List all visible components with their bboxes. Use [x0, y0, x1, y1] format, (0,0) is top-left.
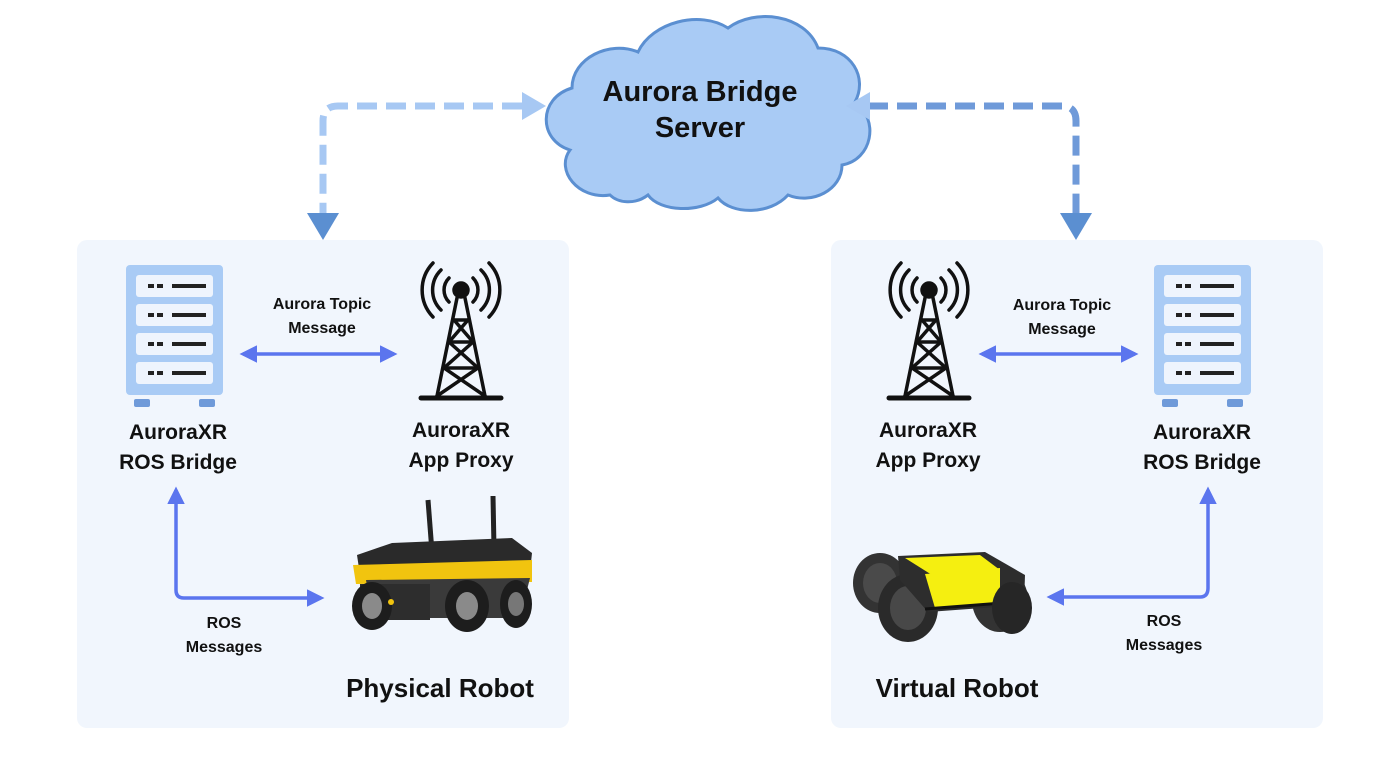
dashed-arrow-right [846, 92, 1092, 240]
ros-bridge-line1: AuroraXR [1152, 421, 1252, 444]
ros-messages-label: ROS Messages [1064, 610, 1264, 658]
server-icon [1154, 265, 1251, 407]
cloud-icon [544, 15, 872, 212]
topic-message-label: Aurora Topic Message [962, 294, 1162, 342]
topic-message-line2: Message [288, 320, 356, 337]
topic-message-line1: Aurora Topic [272, 296, 372, 313]
ros-bridge-line1: AuroraXR [128, 421, 228, 444]
server-icon [126, 265, 223, 407]
app-proxy-label: AuroraXR App Proxy [828, 416, 1028, 476]
ros-messages-line1: ROS [206, 615, 242, 632]
app-proxy-line2: App Proxy [408, 449, 514, 472]
ros-messages-line2: Messages [1125, 637, 1203, 654]
dashed-arrow-left [307, 92, 546, 240]
topic-message-label: Aurora Topic Message [222, 293, 422, 341]
ros-messages-line2: Messages [185, 639, 263, 656]
ros-bridge-line2: ROS Bridge [1143, 451, 1261, 474]
antenna-tower-icon [418, 261, 504, 401]
panel-title: Physical Robot [346, 673, 534, 703]
antenna-tower-icon [886, 261, 972, 401]
cloud-label-line1: Aurora Bridge [602, 76, 798, 108]
ros-bridge-label: AuroraXR ROS Bridge [78, 418, 278, 478]
physical-robot-image [352, 495, 532, 632]
panel-title: Virtual Robot [875, 673, 1039, 703]
ros-messages-label: ROS Messages [124, 612, 324, 660]
app-proxy-line2: App Proxy [875, 449, 981, 472]
topic-message-line2: Message [1028, 321, 1096, 338]
app-proxy-line1: AuroraXR [878, 419, 978, 442]
app-proxy-label: AuroraXR App Proxy [361, 416, 561, 476]
virtual-robot-image [853, 552, 1032, 642]
ros-messages-line1: ROS [1146, 613, 1182, 630]
topic-message-line1: Aurora Topic [1012, 297, 1112, 314]
ros-messages-arrow [1046, 486, 1217, 606]
ros-bridge-line2: ROS Bridge [119, 451, 237, 474]
ros-bridge-label: AuroraXR ROS Bridge [1102, 418, 1302, 478]
cloud-label: Aurora Bridge Server [560, 74, 840, 146]
ros-messages-arrow [167, 486, 325, 607]
cloud-label-line2: Server [654, 112, 746, 144]
app-proxy-line1: AuroraXR [411, 419, 511, 442]
